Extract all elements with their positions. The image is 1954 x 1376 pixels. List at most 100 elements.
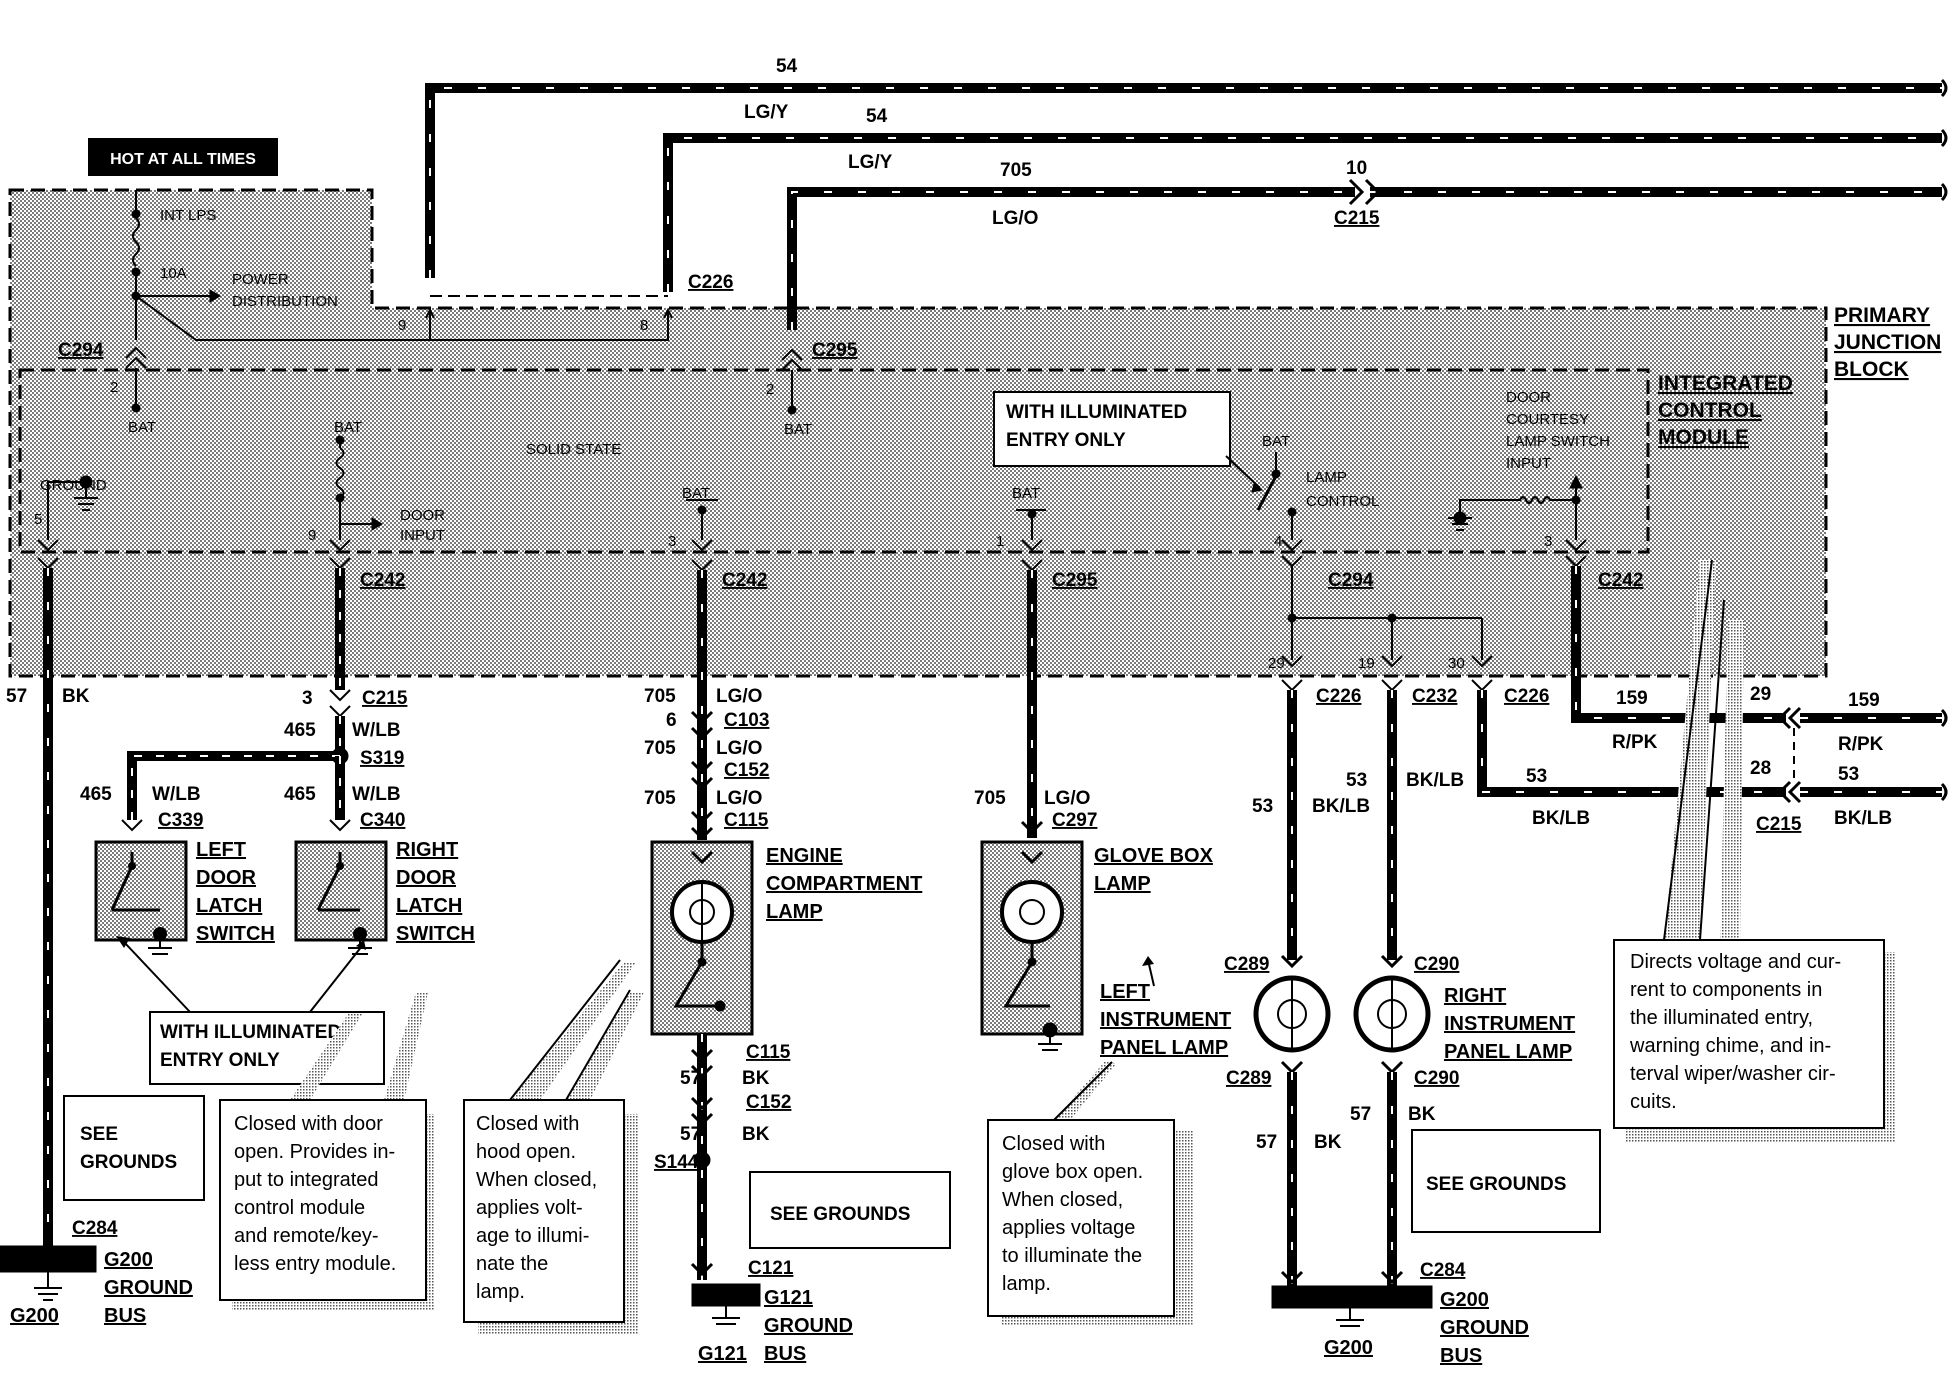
svg-text:C294: C294 [58,340,104,361]
svg-text:C215: C215 [362,688,408,709]
svg-text:53: 53 [1838,764,1859,785]
svg-text:cuits.: cuits. [1630,1091,1677,1113]
svg-text:BK/LB: BK/LB [1406,770,1464,791]
svg-text:465: 465 [80,784,112,805]
svg-text:to illuminate the: to illuminate the [1002,1245,1142,1267]
svg-text:C115: C115 [724,810,769,831]
right-door-latch-switch: RIGHT DOOR LATCH SWITCH [294,839,475,955]
svg-text:Closed with: Closed with [1002,1133,1105,1155]
svg-text:CONTROL: CONTROL [1658,399,1762,422]
svg-text:BK: BK [62,686,90,707]
svg-text:applies voltage: applies voltage [1002,1217,1135,1239]
svg-text:put to integrated: put to integrated [234,1169,379,1191]
svg-text:C340: C340 [360,810,405,831]
svg-text:159: 159 [1616,688,1648,709]
svg-text:9: 9 [308,527,316,544]
svg-text:GROUND: GROUND [764,1315,853,1337]
svg-text:open. Provides in-: open. Provides in- [234,1141,395,1163]
svg-text:INT LPS: INT LPS [160,207,216,224]
svg-text:age to illumi-: age to illumi- [476,1225,589,1247]
svg-text:BK/LB: BK/LB [1312,796,1370,817]
svg-text:the illuminated entry,: the illuminated entry, [1630,1007,1813,1029]
left-door-latch-switch: LEFT DOOR LATCH SWITCH [94,839,275,955]
svg-text:705: 705 [644,738,676,759]
svg-text:2: 2 [110,379,118,396]
svg-text:8: 8 [640,317,648,334]
svg-text:LATCH: LATCH [396,895,462,917]
svg-text:SEE GROUNDS: SEE GROUNDS [1426,1174,1566,1195]
svg-text:C121: C121 [748,1258,794,1279]
svg-text:LAMP: LAMP [1094,873,1151,895]
svg-text:LEFT: LEFT [196,839,246,861]
svg-text:C284: C284 [1420,1260,1466,1281]
svg-text:Closed with: Closed with [476,1113,579,1135]
svg-text:INSTRUMENT: INSTRUMENT [1444,1013,1575,1035]
svg-text:C226: C226 [1316,686,1361,707]
svg-text:ENTRY ONLY: ENTRY ONLY [1006,430,1126,451]
svg-text:SWITCH: SWITCH [396,923,475,945]
fuse-and-power-distribution [125,190,803,415]
svg-text:LG/O: LG/O [716,686,762,707]
svg-text:GROUND: GROUND [1440,1317,1529,1339]
svg-text:R/PK: R/PK [1612,732,1658,753]
svg-text:57: 57 [6,686,27,707]
inner-labels: INT LPS 10A POWER DISTRIBUTION 9 8 2 BAT… [110,207,812,458]
svg-text:S144: S144 [654,1152,699,1173]
svg-text:G121: G121 [698,1343,747,1365]
svg-text:705: 705 [644,686,676,707]
svg-text:C242: C242 [360,570,405,591]
with-illuminated-entry-bottom: WITH ILLUMINATED ENTRY ONLY [116,936,385,1085]
svg-text:BAT: BAT [1262,433,1290,450]
svg-text:applies volt-: applies volt- [476,1197,583,1219]
svg-text:S319: S319 [360,748,404,769]
svg-text:W/LB: W/LB [152,784,201,805]
svg-text:9: 9 [398,317,406,334]
svg-text:rent to components in: rent to components in [1630,979,1822,1001]
svg-text:lamp.: lamp. [1002,1273,1051,1295]
svg-text:JUNCTION: JUNCTION [1834,331,1941,354]
svg-text:28: 28 [1750,758,1771,779]
svg-text:57: 57 [1350,1104,1371,1125]
svg-text:19: 19 [1358,655,1375,672]
svg-text:BK/LB: BK/LB [1532,808,1590,829]
svg-text:C226: C226 [1504,686,1549,707]
svg-text:4: 4 [1274,533,1282,550]
svg-text:C289: C289 [1224,954,1269,975]
svg-text:CONTROL: CONTROL [1306,493,1379,510]
left-ground-wire: GROUND 5 [0,475,107,1301]
svg-text:COURTESY: COURTESY [1506,411,1589,428]
svg-text:C294: C294 [1328,570,1374,591]
svg-text:R/PK: R/PK [1838,734,1884,755]
svg-text:warning chime, and in-: warning chime, and in- [1629,1035,1831,1057]
svg-text:W/LB: W/LB [352,720,401,741]
svg-text:ENTRY ONLY: ENTRY ONLY [160,1050,280,1071]
svg-text:G200: G200 [1324,1337,1373,1359]
svg-text:BK: BK [1408,1104,1436,1125]
svg-text:C295: C295 [812,340,858,361]
svg-text:C226: C226 [688,272,733,293]
glove-note: Closed with glove box open. When closed,… [987,1060,1194,1326]
svg-text:3: 3 [302,688,313,709]
svg-text:and remote/key-: and remote/key- [234,1225,379,1247]
svg-text:nate the: nate the [476,1253,548,1275]
svg-text:When closed,: When closed, [1002,1189,1123,1211]
svg-text:C242: C242 [1598,570,1643,591]
svg-text:705: 705 [974,788,1006,809]
svg-text:C232: C232 [1412,686,1457,707]
integrated-control-module-box [18,368,1650,554]
svg-text:ENGINE: ENGINE [766,845,843,867]
svg-text:LAMP: LAMP [766,901,823,923]
svg-text:LG/O: LG/O [992,208,1038,229]
svg-text:W/LB: W/LB [352,784,401,805]
svg-text:57: 57 [1256,1132,1277,1153]
svg-text:WITH ILLUMINATED: WITH ILLUMINATED [160,1022,341,1043]
primary-junction-block-label: PRIMARY JUNCTION BLOCK [1834,304,1941,381]
glove-box-lamp-branch: BAT 1 [980,485,1084,1051]
svg-text:C215: C215 [1334,208,1380,229]
svg-text:C284: C284 [72,1218,118,1239]
svg-text:2: 2 [766,381,774,398]
door-courtesy-input: DOOR COURTESY LAMP SWITCH INPUT 3 [1448,389,1948,804]
svg-text:LATCH: LATCH [196,895,262,917]
svg-text:BUS: BUS [104,1305,146,1327]
svg-text:C339: C339 [158,810,203,831]
